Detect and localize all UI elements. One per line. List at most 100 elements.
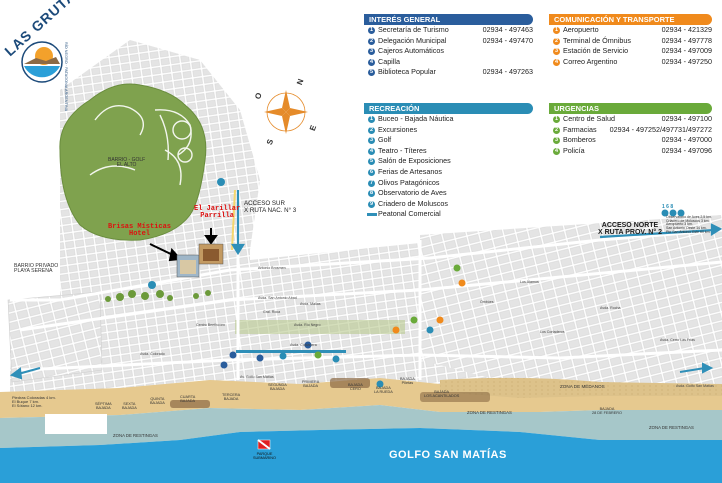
legend-item-name: Biblioteca Popular bbox=[378, 67, 436, 77]
logo-emblem bbox=[21, 41, 63, 83]
parque-sub-label: PARQUE SUBMARINO bbox=[253, 452, 276, 460]
legend-number-badge: 3 bbox=[368, 48, 375, 56]
restinga-label-3: ZONA DE RESTINGAS bbox=[649, 425, 694, 430]
legend-number-badge: 1 bbox=[553, 27, 560, 34]
legend-item-phone: 02934 - 497463 bbox=[482, 25, 533, 34]
legend-item-phone: 02934 - 497470 bbox=[482, 35, 533, 45]
legend-item-phone: 02934 - 497250 bbox=[661, 56, 712, 66]
street-label: Antonio Brosmen bbox=[258, 266, 286, 270]
compass-rose bbox=[264, 90, 308, 134]
legend-item-name: Golf bbox=[378, 135, 392, 145]
bajada-cuarta: CUARTA BAJADA bbox=[180, 395, 196, 403]
legend-item-phone: 02934 - 497000 bbox=[661, 135, 712, 145]
legend-item-phone: 02934 - 497778 bbox=[661, 35, 712, 45]
legend-item-name: Olivos Patagónicos bbox=[378, 177, 440, 187]
bajada-segunda: SEGUNDA BAJADA bbox=[268, 383, 287, 391]
bajada-febrero: BAJADA 28 DE FEBRERO bbox=[592, 407, 622, 415]
peatonal-comercial bbox=[236, 350, 346, 353]
main-road-yellow bbox=[231, 189, 236, 251]
legend-item-name: Cajeros Automáticos bbox=[378, 46, 444, 56]
legend-number-badge: 6 bbox=[368, 168, 375, 176]
west-exit-arrow bbox=[9, 367, 41, 380]
legend-item-name: Excursiones bbox=[378, 124, 418, 134]
legend-item-name: Farmacias bbox=[563, 124, 597, 134]
legend-item-name: Salón de Exposiciones bbox=[378, 156, 451, 166]
legend-number-badge: 4 bbox=[553, 147, 560, 155]
observatorio-note: Observatorio de Aves 2,5 km. Criadero de… bbox=[666, 215, 712, 234]
street-label: Ombúes bbox=[480, 300, 494, 304]
legend-number-badge: 4 bbox=[553, 58, 560, 66]
legend-item-name: Aeropuerto bbox=[563, 25, 599, 34]
acceso-norte-label: ACCESO NORTE X RUTA PROV. N° 2 bbox=[598, 222, 662, 237]
peatonal-swatch bbox=[367, 213, 377, 217]
street-label: Avda. San Antonio Abad bbox=[258, 296, 297, 300]
legend-item-name: Estación de Servicio bbox=[563, 46, 629, 56]
legend-item-name: Correo Argentino bbox=[563, 56, 618, 66]
bajada-acantilados: BAJADA LOS ACANTILADOS bbox=[424, 390, 460, 398]
legend-number-badge: 7 bbox=[368, 179, 375, 187]
legend-number-badge: 4 bbox=[368, 58, 375, 66]
street-label: Av. Golfo San Matías bbox=[240, 375, 274, 379]
legend-item-name: Buceo - Bajada Náutica bbox=[378, 114, 454, 123]
bajada-primera: PRIMERA BAJADA bbox=[302, 380, 320, 388]
brisas-label: Brisas Místicas Hotel bbox=[108, 223, 172, 239]
legend-item-name: Ferias de Artesanos bbox=[378, 166, 442, 176]
east-exit-arrow bbox=[679, 362, 714, 374]
green-strip bbox=[235, 320, 405, 334]
legend-item-phone: 02934 - 497263 bbox=[482, 67, 533, 77]
legend-number-badge: 3 bbox=[368, 137, 375, 145]
piedras-label: Piedras Coloradas 4 km. El Buque 7 km. E… bbox=[12, 395, 56, 409]
barrio-privado-grid bbox=[7, 291, 103, 383]
bajada-rueda: BAJADA LA RUEDA bbox=[374, 386, 393, 394]
legend-item-name: Delegación Municipal bbox=[378, 35, 447, 45]
legend-number-badge: 2 bbox=[553, 37, 560, 45]
street-label: Avda. Río Negro bbox=[294, 323, 321, 327]
legend-number-badge: 3 bbox=[553, 48, 560, 56]
legend-number-badge: 3 bbox=[553, 137, 560, 145]
legend-item-name: Secretaría de Turismo bbox=[378, 25, 449, 34]
legend-item-name: Teatro - Títeres bbox=[378, 145, 427, 155]
legend-title: URGENCIAS bbox=[549, 103, 712, 114]
bajada-tercera: TERCERA BAJADA bbox=[222, 393, 241, 401]
street-label: Los Cortaderos bbox=[540, 330, 565, 334]
blank-label-box bbox=[45, 414, 107, 434]
restinga-label-1: ZONA DE RESTINGAS bbox=[113, 433, 158, 438]
legend-item-name: Bomberos bbox=[563, 135, 596, 145]
street-label: Avda. Costanera bbox=[290, 343, 317, 347]
legend-item-name: Capilla bbox=[378, 56, 400, 66]
legend-number-badge: 1 bbox=[553, 116, 560, 123]
legend-item-name: Criadero de Moluscos bbox=[378, 198, 448, 208]
legend-item-name: Observatorio de Aves bbox=[378, 188, 447, 198]
poi-markers bbox=[148, 178, 685, 388]
acceso-sur-label: ACCESO SUR X RUTA NAC. N° 3 bbox=[244, 200, 297, 214]
golf-green-area bbox=[59, 83, 207, 241]
legend-item-phone: 02934 - 421329 bbox=[661, 25, 712, 34]
olive-trees bbox=[105, 290, 211, 302]
sea bbox=[0, 428, 722, 483]
street-label: Los Álamos bbox=[520, 280, 539, 284]
street-label: Avda. Rocha bbox=[600, 306, 621, 310]
jarillar-label: El Jarillar Parrilla bbox=[194, 205, 241, 221]
restinga-label-2: ZONA DE RESTINGAS bbox=[467, 410, 512, 415]
dunes bbox=[440, 377, 722, 398]
peatonal-label: Peatonal Comercial bbox=[378, 209, 441, 219]
black-pointer-arrows bbox=[149, 228, 218, 262]
bajada-piletas: BAJADA PIletas bbox=[400, 377, 415, 385]
fr-168-label: 1 6 8 bbox=[662, 204, 674, 210]
